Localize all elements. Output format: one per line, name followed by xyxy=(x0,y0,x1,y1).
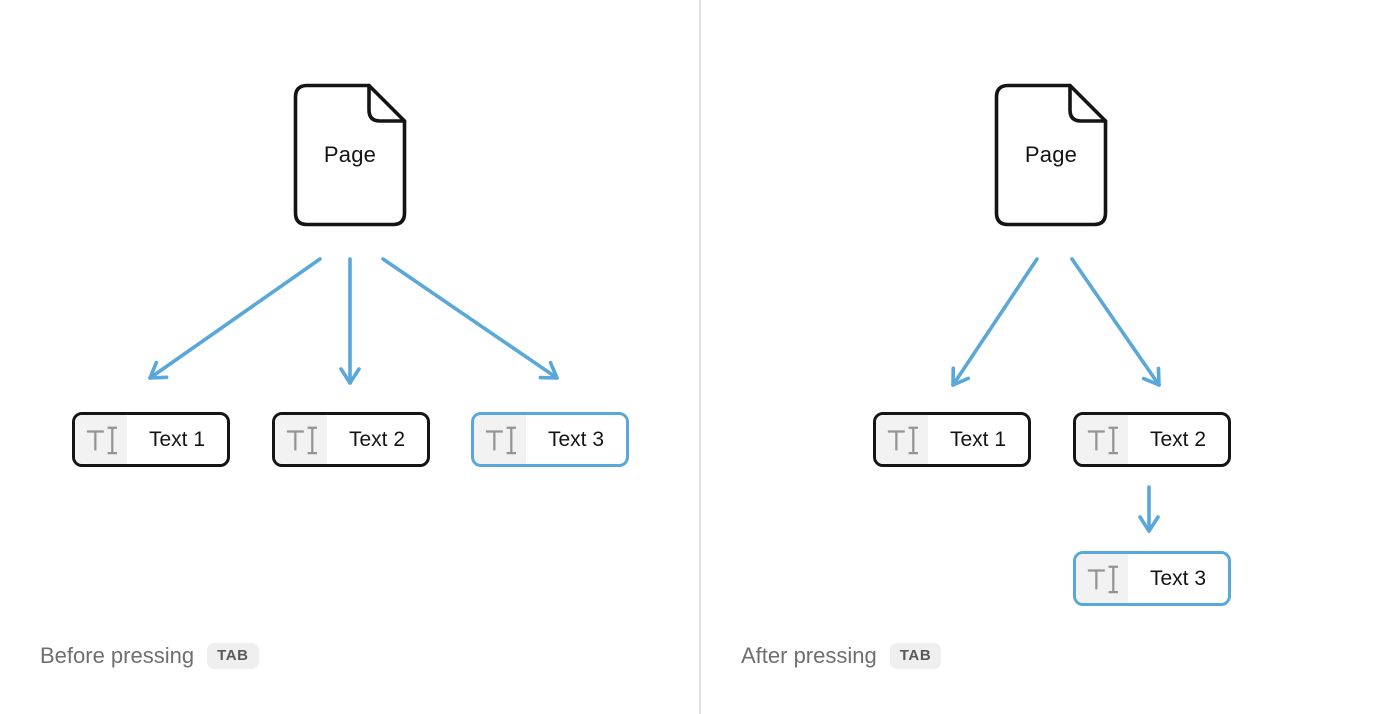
document-page-icon xyxy=(293,83,407,227)
text-block-label: Text 3 xyxy=(547,427,605,451)
text-block-label: Text 2 xyxy=(348,427,406,451)
text-cursor-icon xyxy=(1076,554,1128,603)
text-block-label: Text 1 xyxy=(949,427,1007,451)
text-block-2: Text 2 xyxy=(272,412,430,467)
text-block-1: Text 1 xyxy=(873,412,1031,467)
tab-key: TAB xyxy=(889,643,942,669)
text-block-label: Text 3 xyxy=(1149,566,1207,590)
caption-after: After pressing TAB xyxy=(741,639,942,673)
text-cursor-icon xyxy=(75,415,127,464)
text-block-label: Text 1 xyxy=(148,427,206,451)
text-block-2: Text 2 xyxy=(1073,412,1231,467)
tab-key: TAB xyxy=(207,643,259,669)
panel-before: Page Text 1 Text 2 xyxy=(0,0,699,714)
text-cursor-icon xyxy=(1076,415,1128,464)
arrow-page-to-text1 xyxy=(148,257,322,380)
page-icon: Page xyxy=(993,82,1109,228)
caption-before: Before pressing TAB xyxy=(40,639,259,673)
panel-divider xyxy=(699,0,701,714)
page-icon: Page xyxy=(292,82,408,228)
text-cursor-icon xyxy=(876,415,928,464)
text-block-3-selected: Text 3 xyxy=(471,412,629,467)
caption-text: Before pressing xyxy=(40,643,195,668)
page-label: Page xyxy=(323,142,377,167)
panel-after: Page Text 1 Text 2 xyxy=(701,0,1400,714)
arrow-page-to-text1 xyxy=(951,257,1039,387)
page-label: Page xyxy=(1024,142,1078,167)
caption-text: After pressing xyxy=(741,643,877,668)
text-block-label: Text 2 xyxy=(1149,427,1207,451)
text-block-3-selected: Text 3 xyxy=(1073,551,1231,606)
arrow-page-to-text3 xyxy=(381,257,559,380)
text-cursor-icon xyxy=(474,415,526,464)
arrow-page-to-text2 xyxy=(1070,257,1161,387)
text-block-1: Text 1 xyxy=(72,412,230,467)
document-page-icon xyxy=(994,83,1108,227)
text-cursor-icon xyxy=(275,415,327,464)
